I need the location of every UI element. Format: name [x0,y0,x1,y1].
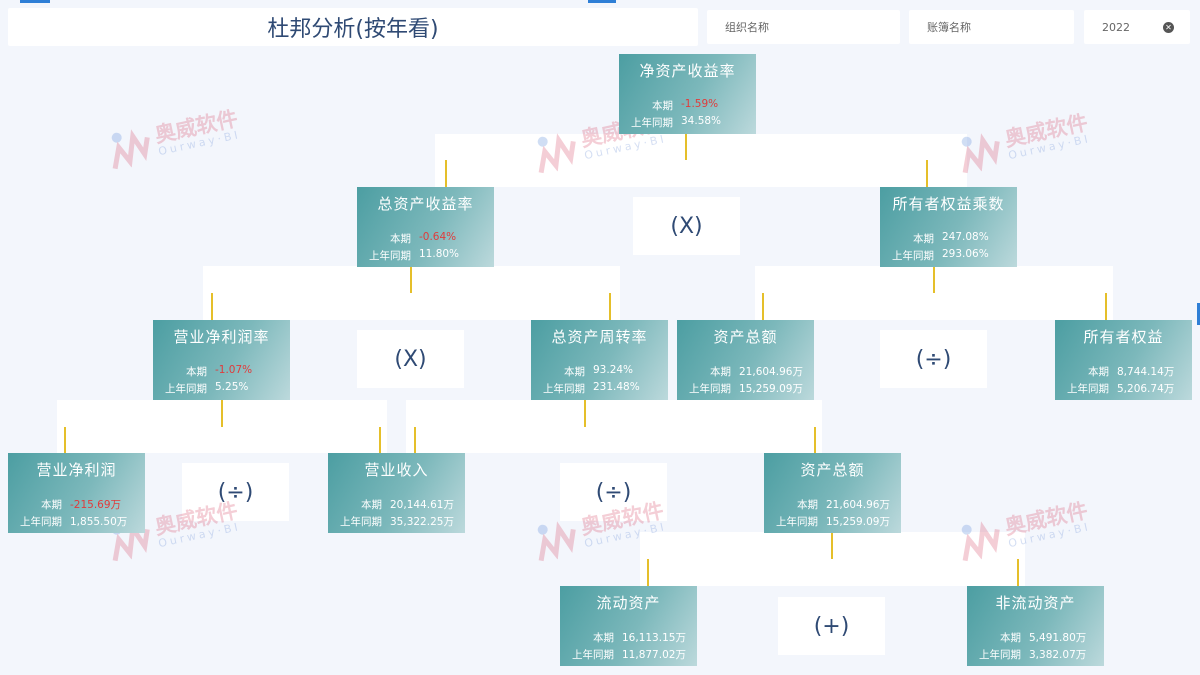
last-year-value: 15,259.09万 [826,516,890,528]
top-accent-mid [588,0,616,3]
top-accent-left [20,0,50,3]
card-noncurrent-assets[interactable]: 非流动资产 本期 5,491.80万 上年同期 3,382.07万 [967,586,1104,666]
card-total-assets[interactable]: 资产总额 本期 21,604.96万 上年同期 15,259.09万 [764,453,901,533]
card-title: 总资产收益率 [377,195,474,213]
divide-operator: (÷) [880,330,987,388]
last-year-label: 上年同期 [892,250,934,262]
current-value: 16,113.15万 [622,632,686,644]
card-title: 所有者权益乘数 [892,195,1005,213]
current-value: -215.69万 [70,499,122,511]
last-year-label: 上年同期 [543,383,585,395]
current-label: 本期 [564,366,585,378]
card-revenue[interactable]: 营业收入 本期 20,144.61万 上年同期 35,322.25万 [328,453,465,533]
multiply-operator: (X) [633,197,740,255]
last-year-value: 231.48% [593,381,640,393]
current-label: 本期 [361,499,382,511]
last-year-value: 1,855.50万 [70,516,128,528]
current-value: -1.59% [681,98,719,110]
card-net-profit[interactable]: 营业净利润 本期 -215.69万 上年同期 1,855.50万 [8,453,145,533]
last-year-label: 上年同期 [1067,383,1109,395]
current-label: 本期 [1088,366,1109,378]
current-label: 本期 [913,233,934,245]
last-year-value: 5,206.74万 [1117,383,1175,395]
org-name-filter[interactable]: 组织名称 [707,10,900,44]
card-title: 总资产周转率 [551,328,648,346]
year-filter[interactable]: 2022 ✕ [1084,10,1190,44]
last-year-value: 15,259.09万 [739,383,803,395]
current-value: 247.08% [942,231,989,243]
book-name-filter[interactable]: 账簿名称 [909,10,1074,44]
last-year-label: 上年同期 [631,117,673,129]
card-title: 营业收入 [364,461,429,479]
book-name-placeholder: 账簿名称 [927,21,971,34]
card-title: 非流动资产 [995,594,1076,612]
current-value: -1.07% [215,364,253,376]
last-year-value: 11,877.02万 [622,649,686,661]
last-year-label: 上年同期 [165,383,207,395]
card-owner-equity[interactable]: 所有者权益 本期 8,744.14万 上年同期 5,206.74万 [1055,320,1192,400]
current-value: 21,604.96万 [739,366,803,378]
card-roe[interactable]: 净资产收益率 本期 -1.59% 上年同期 34.58% [619,54,756,134]
last-year-label: 上年同期 [340,516,382,528]
right-scroll-marker [1197,303,1200,325]
last-year-label: 上年同期 [369,250,411,262]
multiply-operator: (X) [357,330,464,388]
last-year-value: 5.25% [215,381,249,393]
card-title: 资产总额 [713,328,778,346]
last-year-label: 上年同期 [979,649,1021,661]
org-name-placeholder: 组织名称 [725,21,769,34]
current-value: 21,604.96万 [826,499,890,511]
card-title: 资产总额 [800,461,865,479]
plus-operator: (+) [778,597,885,655]
card-title: 营业净利润率 [173,328,270,346]
divide-operator: (÷) [560,463,667,521]
current-value: -0.64% [419,231,457,243]
current-label: 本期 [710,366,731,378]
last-year-label: 上年同期 [572,649,614,661]
card-title: 营业净利润 [36,461,117,479]
last-year-label: 上年同期 [689,383,731,395]
card-current-assets[interactable]: 流动资产 本期 16,113.15万 上年同期 11,877.02万 [560,586,697,666]
card-equity-multiplier[interactable]: 所有者权益乘数 本期 247.08% 上年同期 293.06% [880,187,1017,267]
current-label: 本期 [652,100,673,112]
current-value: 93.24% [593,364,634,376]
year-value: 2022 [1102,20,1130,34]
card-title: 所有者权益 [1083,328,1164,346]
close-circle-icon[interactable]: ✕ [1163,21,1174,33]
last-year-value: 3,382.07万 [1029,649,1087,661]
current-label: 本期 [593,632,614,644]
current-value: 5,491.80万 [1029,632,1087,644]
current-label: 本期 [797,499,818,511]
last-year-value: 11.80% [419,248,460,260]
card-roa[interactable]: 总资产收益率 本期 -0.64% 上年同期 11.80% [357,187,494,267]
last-year-value: 35,322.25万 [390,516,454,528]
card-asset-turnover[interactable]: 总资产周转率 本期 93.24% 上年同期 231.48% [531,320,668,400]
card-total-assets[interactable]: 资产总额 本期 21,604.96万 上年同期 15,259.09万 [677,320,814,400]
last-year-value: 34.58% [681,115,722,127]
last-year-value: 293.06% [942,248,989,260]
card-title: 流动资产 [596,594,661,612]
current-label: 本期 [41,499,62,511]
card-title: 净资产收益率 [639,62,736,80]
page-title: 杜邦分析(按年看) [8,8,698,46]
current-value: 8,744.14万 [1117,366,1175,378]
current-label: 本期 [1000,632,1021,644]
last-year-label: 上年同期 [20,516,62,528]
current-label: 本期 [390,233,411,245]
divide-operator: (÷) [182,463,289,521]
current-value: 20,144.61万 [390,499,454,511]
last-year-label: 上年同期 [776,516,818,528]
card-net-margin[interactable]: 营业净利润率 本期 -1.07% 上年同期 5.25% [153,320,290,400]
current-label: 本期 [186,366,207,378]
